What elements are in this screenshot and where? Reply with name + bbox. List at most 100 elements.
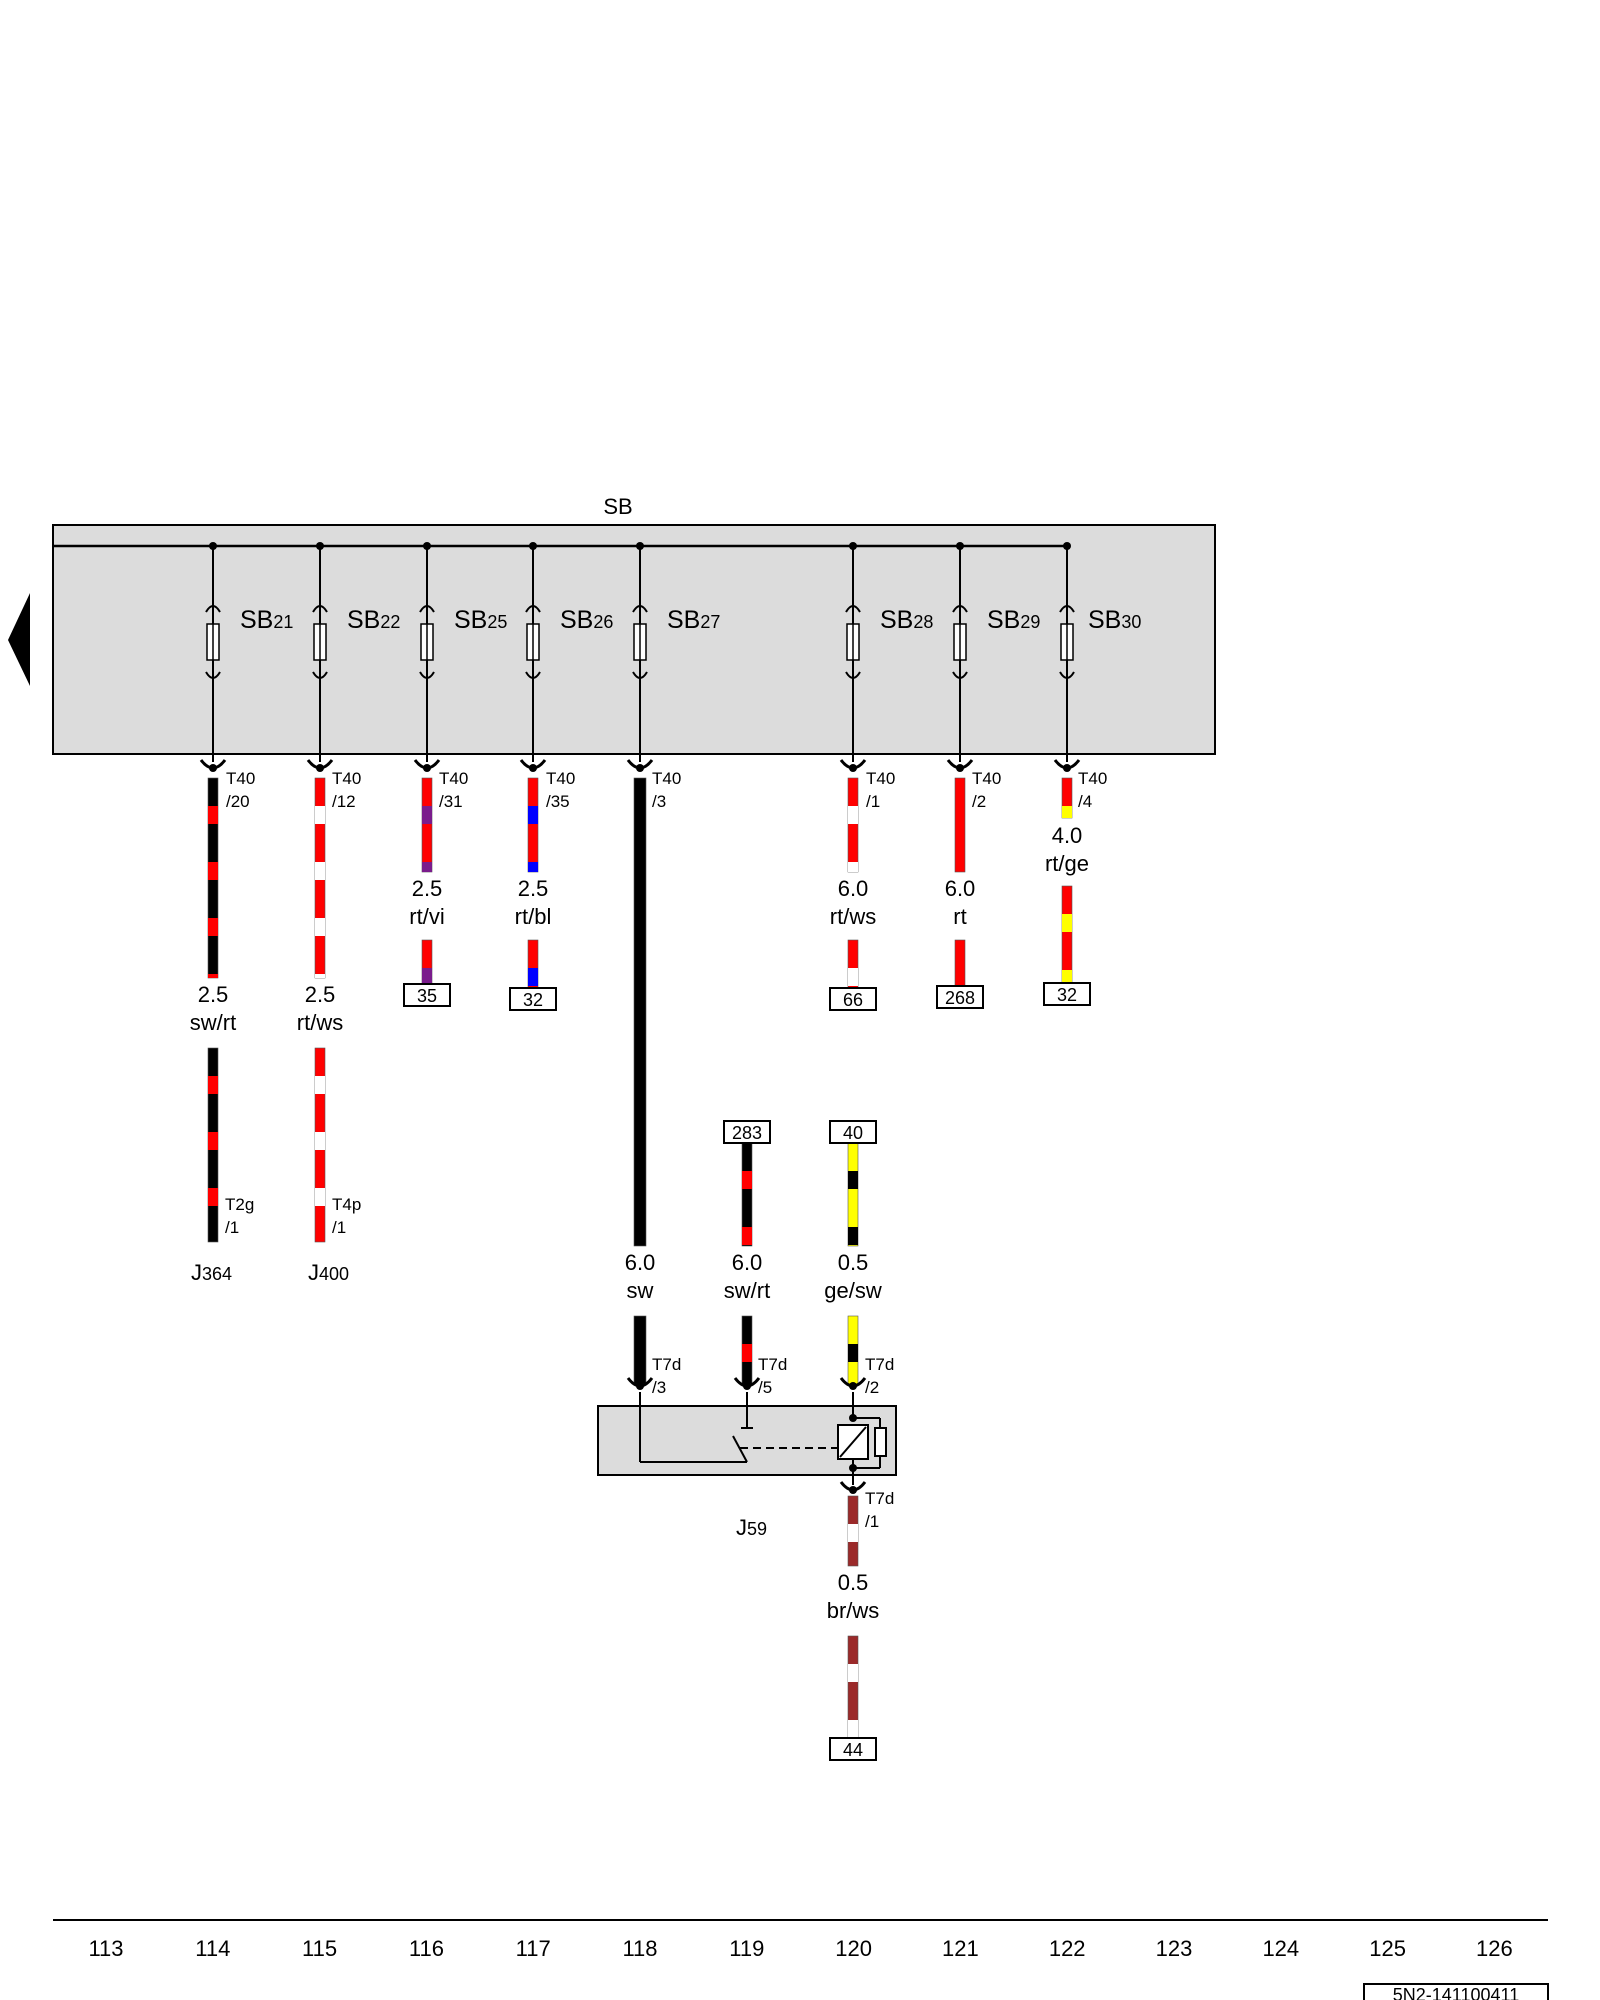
connector-label-t4p-1: T4p/1 (332, 1195, 361, 1237)
doc-id: 5N2-141100411 (1393, 1985, 1519, 2000)
fuse-sb22 (312, 542, 328, 762)
column-number: 122 (1049, 1936, 1086, 1961)
connector-label-t40-31: T40/31 (439, 769, 468, 811)
doc-id-box (1363, 1983, 1549, 2000)
ref-box-66[interactable]: 66 (829, 987, 877, 1011)
fuse-label-sb28: SB28 (880, 606, 933, 634)
ref-box-40[interactable]: 40 (829, 1120, 877, 1144)
column-number: 114 (195, 1936, 230, 1961)
connector-label-t40-12: T40/12 (332, 769, 361, 811)
connector-label-t7d-3: T7d/3 (652, 1355, 681, 1397)
wire-segment-1-0 (314, 777, 326, 979)
column-number: 120 (835, 1936, 872, 1961)
connector-label-t40-1: T40/1 (866, 769, 895, 811)
wire-segment-0-1 (207, 1047, 219, 1243)
wire-segment-6-1 (1061, 885, 1073, 984)
connector-pin-icon-2 (423, 764, 431, 772)
svg-text:32: 32 (523, 990, 543, 1010)
connector-label-t40-2: T40/2 (972, 769, 1001, 811)
wire-segment-9-1 (847, 1315, 859, 1385)
connector-pin-icon-10 (849, 1382, 857, 1390)
ref-box-283[interactable]: 283 (723, 1120, 771, 1144)
ref-box-35[interactable]: 35 (403, 983, 451, 1007)
connector-label-t7d-5: T7d/5 (758, 1355, 787, 1397)
fuse-label-sb26: SB26 (560, 606, 613, 634)
wire-segment-3-0 (527, 777, 539, 873)
fuse-sb29 (952, 542, 968, 762)
connector-label-t40-4: T40/4 (1078, 769, 1107, 811)
fuse-label-sb22: SB22 (347, 606, 400, 634)
connector-pin-icon-9 (743, 1382, 751, 1390)
svg-text:32: 32 (1057, 985, 1077, 1005)
wire-segment-2-1 (421, 939, 433, 985)
svg-text:268: 268 (945, 988, 975, 1008)
fuse-sb21 (205, 542, 221, 762)
connector-clips (199, 759, 1081, 1494)
fuse-label-sb29: SB29 (987, 606, 1040, 634)
wire-segment-7-0 (633, 777, 647, 1247)
column-number: 124 (1262, 1936, 1299, 1961)
relay-diode-icon (874, 1427, 887, 1457)
connector-pin-icon-4 (636, 764, 644, 772)
ref-box-32-b[interactable]: 32 (1043, 982, 1091, 1006)
connector-label-t40-20: T40/20 (226, 769, 255, 811)
fuse-holder-label: SB (603, 494, 632, 519)
fuse-label-sb30: SB30 (1088, 606, 1141, 634)
connector-pin-icon-11 (849, 1486, 857, 1494)
fuse-label-sb25: SB25 (454, 606, 507, 634)
wire-segment-7-1 (633, 1315, 647, 1385)
column-number: 115 (302, 1936, 337, 1961)
column-number: 126 (1476, 1936, 1513, 1961)
previous-page-arrow-icon[interactable] (8, 593, 30, 686)
wire-segment-6-0 (1061, 777, 1073, 819)
svg-text:66: 66 (843, 990, 863, 1010)
connector-label-t7d-1: T7d/1 (865, 1489, 894, 1531)
connector-label-t40-35: T40/35 (546, 769, 575, 811)
connector-pin-icon-8 (636, 1382, 644, 1390)
svg-text:283: 283 (732, 1123, 762, 1143)
fuse-label-sb21: SB21 (240, 606, 293, 634)
relay-j59 (597, 1392, 897, 1485)
wire-segment-3-1 (527, 939, 539, 989)
connector-pin-icon-7 (1063, 764, 1071, 772)
column-number: 117 (516, 1936, 551, 1961)
wire-segment-8-0 (741, 1142, 753, 1247)
wire-segment-8-1 (741, 1315, 753, 1385)
wire-segment-4-0 (847, 777, 859, 873)
svg-text:40: 40 (843, 1123, 863, 1143)
fuse-label-sb27: SB27 (667, 606, 720, 634)
connector-pin-icon-6 (956, 764, 964, 772)
connector-pin-icon-1 (316, 764, 324, 772)
column-number: 123 (1156, 1936, 1193, 1961)
svg-text:44: 44 (843, 1740, 863, 1760)
wire-segment-9-0 (847, 1142, 859, 1247)
component-label-j400: J400 (308, 1260, 349, 1285)
connector-pin-icon-3 (529, 764, 537, 772)
ref-box-32[interactable]: 32 (509, 987, 557, 1011)
fuse-sb30 (1059, 542, 1075, 762)
wire-segment-5-1 (954, 939, 966, 987)
connector-label-t2g-1: T2g/1 (225, 1195, 254, 1237)
fuse-sb26 (525, 542, 541, 762)
ref-box-268[interactable]: 268 (936, 985, 984, 1009)
component-label-j59: J59 (736, 1515, 767, 1540)
ref-box-44[interactable]: 44 (829, 1737, 877, 1761)
connector-pin-icon-5 (849, 764, 857, 772)
component-label-j364: J364 (191, 1260, 232, 1285)
fuse-sb28 (845, 542, 861, 762)
fuse-sb27 (632, 542, 648, 762)
wire-segment-1-1 (314, 1047, 326, 1243)
connector-label-t7d-2: T7d/2 (865, 1355, 894, 1397)
connector-pin-icon-0 (209, 764, 217, 772)
fuse-sb25 (419, 542, 435, 762)
